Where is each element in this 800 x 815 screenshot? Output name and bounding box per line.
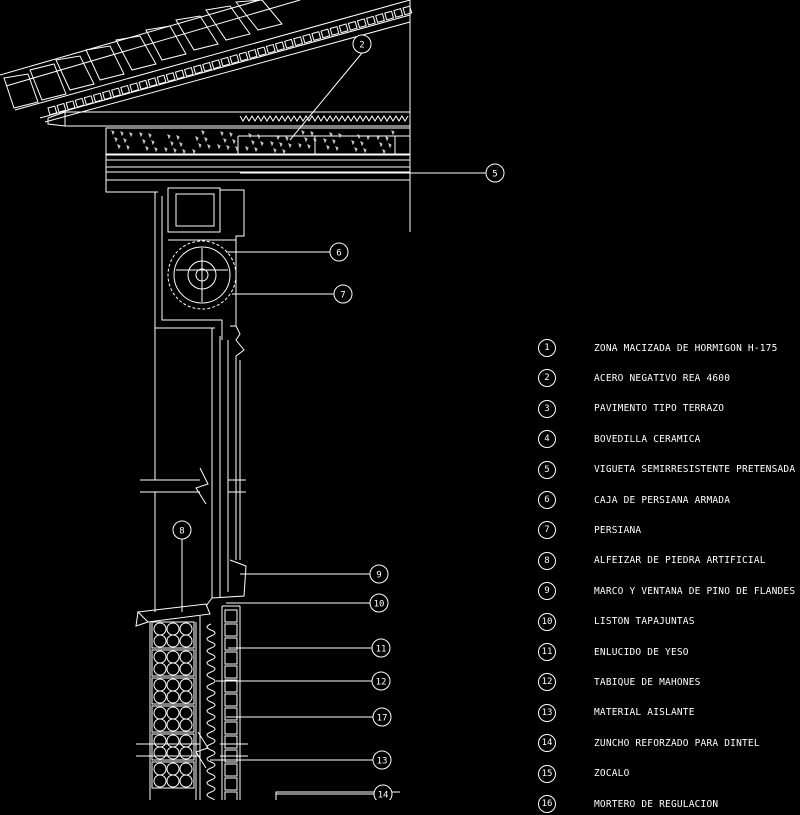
legend-item: 7 PERSIANA [538,519,800,541]
callout-12: 12 [216,671,391,691]
callout-8: 8 [172,520,192,612]
legend-item: 16 MORTERO DE REGULACION [538,793,800,815]
legend-item: 13 MATERIAL AISLANTE [538,702,800,724]
legend-number: 3 [538,399,556,418]
legend-text: MORTERO DE REGULACION [594,798,719,810]
legend-number: 12 [538,673,556,692]
hollow-brick-pattern [151,621,195,789]
callout-number: 5 [492,170,497,180]
roof-ceramic-cells [47,5,413,116]
legend-item: 2 ACERO NEGATIVO REA 4600 [538,367,800,389]
legend-number: 7 [538,521,556,540]
legend-number: 8 [538,551,556,570]
roof-tiles [0,0,411,123]
callout-11: 11 [228,638,391,658]
legend-text: ZOCALO [594,768,630,780]
callout-13: 13 [210,750,392,770]
legend-text: VIGUETA SEMIRRESISTENTE PRETENSADA [594,464,796,476]
legend-number: 6 [538,491,556,509]
legend-text: PERSIANA [594,524,642,536]
insulation-waves [206,623,216,800]
legend-text: ENLUCIDO DE YESO [594,646,689,658]
callout-number: 6 [336,249,341,259]
callout-17: 17 [226,707,392,727]
legend-number: 5 [538,460,556,479]
legend-number: 2 [538,369,556,388]
callout-6: 6 [226,242,349,262]
callout-number: 14 [378,791,389,801]
legend-number: 11 [538,643,556,661]
legend-item: 14 ZUNCHO REFORZADO PARA DINTEL [538,732,800,754]
callout-number: 9 [376,571,381,581]
callout-number: 17 [377,714,388,724]
callout-10: 10 [226,593,389,613]
callout-layer: 2 5 6 7 8 9 10 11 12 17 13 14 [172,34,505,801]
concrete-speckles [111,130,395,155]
window-frame [135,328,247,627]
brick-partition [224,609,238,800]
callout-number: 12 [376,678,387,688]
callout-2: 2 [289,34,372,141]
floor-edge [275,791,400,800]
callout-number: 8 [179,527,184,537]
legend-text: CAJA DE PERSIANA ARMADA [594,494,731,506]
callout-number: 7 [340,291,345,301]
legend-number: 10 [538,612,556,631]
callout-number: 13 [377,757,388,767]
legend-item: 8 ALFEIZAR DE PIEDRA ARTIFICIAL [538,550,800,572]
legend-text: BOVEDILLA CERAMICA [594,433,701,445]
legend-text: LISTON TAPAJUNTAS [594,616,695,628]
legend-item: 4 BOVEDILLA CERAMICA [538,428,800,450]
legend-number: 1 [538,339,556,357]
exterior-wall [136,192,248,800]
legend-item: 11 ENLUCIDO DE YESO [538,641,800,663]
legend-number: 4 [538,430,556,449]
lintel-and-shutter-box [154,187,245,357]
legend-text: ZONA MACIZADA DE HORMIGON H-175 [594,342,778,354]
callout-5: 5 [240,163,505,183]
roof-slab-layers [47,0,411,232]
legend-number: 9 [538,582,556,601]
callout-number: 10 [374,600,385,610]
legend-item: 12 TABIQUE DE MAHONES [538,671,800,693]
callout-number: 2 [359,41,364,51]
legend-text: ZUNCHO REFORZADO PARA DINTEL [594,737,760,749]
legend-item: 9 MARCO Y VENTANA DE PINO DE FLANDES [538,580,800,602]
legend-text: ACERO NEGATIVO REA 4600 [594,372,731,384]
legend-text: PAVIMENTO TIPO TERRAZO [594,403,725,415]
callout-7: 7 [232,284,353,304]
legend-number: 15 [538,764,556,783]
legend-number: 14 [538,734,556,753]
legend-number: 16 [538,795,556,813]
callout-14: 14 [276,784,393,801]
legend-item: 3 PAVIMENTO TIPO TERRAZO [538,398,800,420]
legend-item: 6 CAJA DE PERSIANA ARMADA [538,489,800,511]
legend-text: TABIQUE DE MAHONES [594,676,701,688]
insulation-zigzag [239,115,409,122]
callout-number: 11 [376,645,387,655]
legend-number: 13 [538,703,556,722]
legend-item: 5 VIGUETA SEMIRRESISTENTE PRETENSADA [538,459,800,481]
legend-text: ALFEIZAR DE PIEDRA ARTIFICIAL [594,555,766,567]
legend-text: MATERIAL AISLANTE [594,707,695,719]
legend-item: 1 ZONA MACIZADA DE HORMIGON H-175 [538,337,800,359]
legend-item: 15 ZOCALO [538,763,800,785]
legend-item: 10 LISTON TAPAJUNTAS [538,611,800,633]
callout-9: 9 [240,564,389,584]
legend-text: MARCO Y VENTANA DE PINO DE FLANDES [594,585,796,597]
